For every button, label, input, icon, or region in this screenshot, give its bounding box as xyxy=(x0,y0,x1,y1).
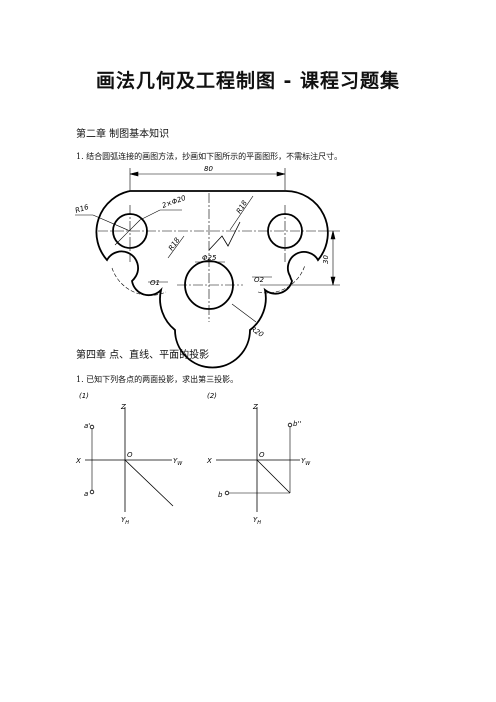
label-d25: Φ25 xyxy=(202,254,217,262)
fig2-axis-x: X xyxy=(206,457,212,465)
label-o1: O1 xyxy=(150,279,160,287)
fig1-point-a-prime: a' xyxy=(84,422,90,430)
label-dim-30: 30 xyxy=(322,255,330,264)
fig1-origin: O xyxy=(127,451,133,459)
projection-figure-1 xyxy=(85,407,174,512)
fig2-axis-yw: YW xyxy=(301,457,311,467)
fig1-axis-yh: YH xyxy=(121,516,129,526)
break-line xyxy=(208,221,241,251)
fig2-origin: O xyxy=(259,451,265,459)
fig1-tag: (1) xyxy=(79,392,89,400)
fig1-axis-yw: YW xyxy=(173,457,183,467)
projection-figure-2 xyxy=(216,407,300,512)
fig2-point-b: b xyxy=(218,491,223,499)
chapter-2-heading: 第二章 制图基本知识 xyxy=(76,129,170,140)
fig1-point-a: a xyxy=(84,490,88,498)
label-dim-80: 80 xyxy=(204,165,213,173)
page-title: 画法几何及工程制图 - 课程习题集 xyxy=(95,70,401,92)
fig2-point-b-double-prime: b'' xyxy=(293,420,301,428)
fig2-axis-z: Z xyxy=(252,403,258,411)
outer-contour xyxy=(95,190,329,369)
label-o2: O2 xyxy=(254,276,265,284)
question-4-1: 1. 已知下列各点的两面投影，求出第三投影。 xyxy=(76,375,239,384)
fig2-tag: (2) xyxy=(207,392,217,400)
question-2-1: 1. 结合圆弧连接的画图方法，抄画如下图所示的平面图形，不需标注尺寸。 xyxy=(76,152,343,161)
chapter-4-heading: 第四章 点、直线、平面的投影 xyxy=(76,350,210,361)
fig1-axis-z: Z xyxy=(120,403,126,411)
fig2-axis-yh: YH xyxy=(253,516,261,526)
fig1-axis-x: X xyxy=(75,457,81,465)
